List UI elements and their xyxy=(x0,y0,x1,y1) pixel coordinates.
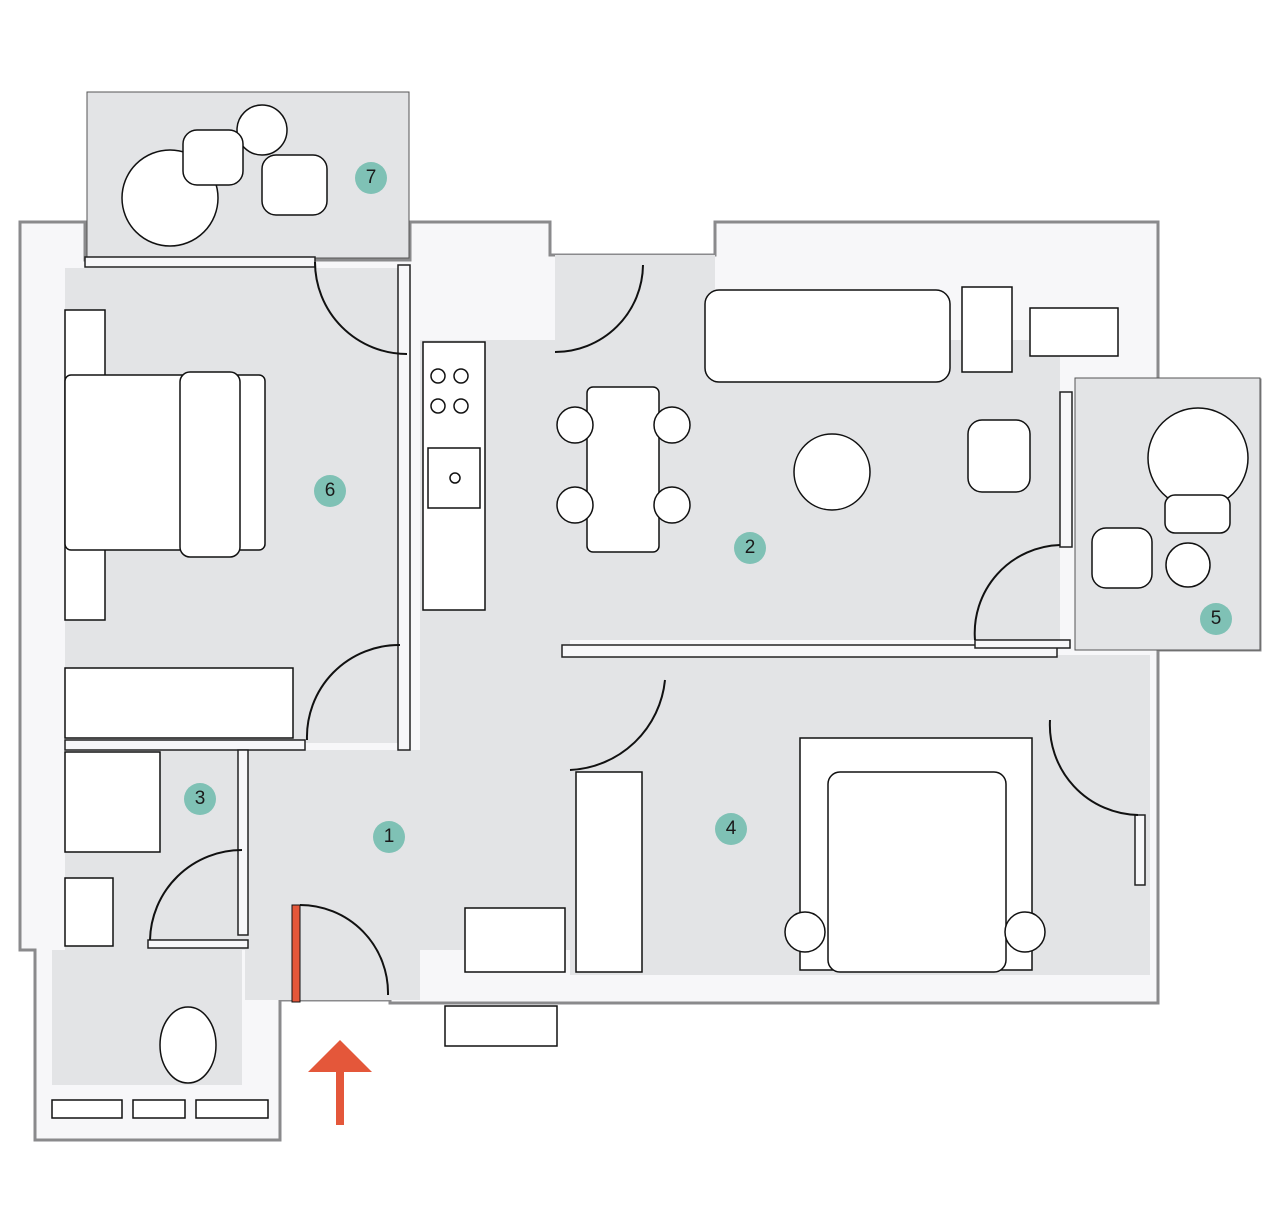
doors xyxy=(149,261,1139,996)
balcony-furniture xyxy=(121,104,1249,589)
room-marker-1: 1 xyxy=(373,821,405,853)
room-marker-5: 5 xyxy=(1200,603,1232,635)
room-marker-7: 7 xyxy=(355,162,387,194)
interior-walls xyxy=(64,256,1146,949)
bed-room-6 xyxy=(64,309,294,739)
room-marker-2: 2 xyxy=(734,532,766,564)
sofa xyxy=(704,286,1119,511)
bathroom xyxy=(51,751,558,1119)
dining xyxy=(556,386,691,553)
bedroom-4 xyxy=(464,737,1046,973)
room-marker-3: 3 xyxy=(184,783,216,815)
room-marker-4: 4 xyxy=(715,813,747,845)
kitchen xyxy=(422,341,486,611)
room-marker-6: 6 xyxy=(314,475,346,507)
entrance-arrow-icon xyxy=(308,1040,372,1125)
